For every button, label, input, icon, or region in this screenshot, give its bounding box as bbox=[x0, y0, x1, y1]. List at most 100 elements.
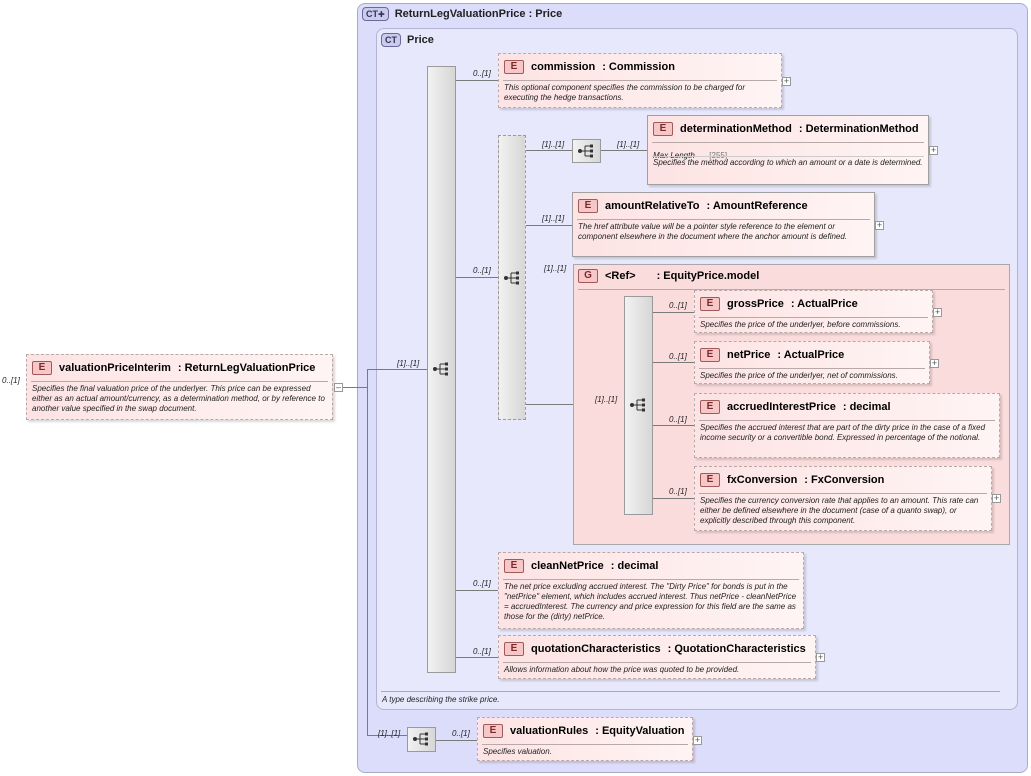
inner-type-header: CT Price bbox=[381, 33, 434, 47]
element-type: : decimal bbox=[610, 560, 659, 572]
valuation-rules-cardinality: 0..[1] bbox=[452, 729, 470, 738]
element-name: fxConversion bbox=[727, 474, 798, 486]
connector bbox=[343, 387, 367, 388]
element-name: valuationRules bbox=[510, 725, 589, 737]
element-divider bbox=[699, 420, 995, 421]
element-commission[interactable]: E commission : Commission This optional … bbox=[498, 53, 782, 108]
element-type: : ReturnLegValuationPrice bbox=[177, 362, 316, 374]
element-fx-conversion[interactable]: E fxConversion : FxConversion Specifies … bbox=[694, 466, 992, 531]
connector bbox=[436, 740, 477, 741]
element-type: : QuotationCharacteristics bbox=[667, 643, 806, 655]
element-badge: E bbox=[700, 473, 720, 487]
element-badge: E bbox=[483, 724, 503, 738]
element-quotation-characteristics[interactable]: E quotationCharacteristics : QuotationCh… bbox=[498, 635, 816, 679]
element-accrued-interest-price[interactable]: E accruedInterestPrice : decimal Specifi… bbox=[694, 393, 1000, 458]
element-divider bbox=[503, 662, 811, 663]
group-name: : EquityPrice.model bbox=[656, 270, 760, 282]
element-amount-relative-to[interactable]: E amountRelativeTo : AmountReference The… bbox=[572, 192, 875, 257]
sequence-icon bbox=[630, 398, 645, 412]
main-sequence-bar bbox=[427, 66, 456, 673]
element-header: E quotationCharacteristics : QuotationCh… bbox=[504, 642, 811, 656]
choice-sequence-icon bbox=[504, 271, 519, 285]
element-type: : ActualPrice bbox=[790, 298, 858, 310]
element-badge: E bbox=[504, 642, 524, 656]
connector bbox=[367, 369, 368, 735]
element-name: quotationCharacteristics bbox=[531, 643, 661, 655]
expand-icon[interactable]: + bbox=[816, 652, 825, 662]
group-divider bbox=[578, 289, 1005, 290]
expand-icon[interactable]: + bbox=[782, 76, 791, 86]
expand-icon[interactable]: + bbox=[930, 358, 939, 368]
element-badge: E bbox=[700, 297, 720, 311]
quotation-characteristics-cardinality: 0..[1] bbox=[473, 647, 491, 656]
expand-icon[interactable]: + bbox=[929, 145, 938, 155]
collapse-icon[interactable]: – bbox=[334, 382, 343, 392]
element-name: cleanNetPrice bbox=[531, 560, 604, 572]
element-name: commission bbox=[531, 61, 596, 73]
element-divider bbox=[482, 744, 688, 745]
element-determination-method[interactable]: E determinationMethod : DeterminationMet… bbox=[647, 115, 929, 185]
element-doc: Specifies valuation. bbox=[483, 747, 552, 756]
element-valuation-rules[interactable]: E valuationRules : EquityValuation Speci… bbox=[477, 717, 693, 761]
connector bbox=[456, 277, 498, 278]
element-type: : decimal bbox=[842, 401, 891, 413]
expand-icon[interactable]: + bbox=[933, 307, 942, 317]
main-sequence-cardinality: [1]..[1] bbox=[397, 359, 420, 368]
connector bbox=[456, 80, 498, 81]
element-doc: Specifies the price of the underlyer, ne… bbox=[700, 371, 898, 380]
connector bbox=[653, 498, 694, 499]
connector bbox=[653, 425, 694, 426]
element-badge: E bbox=[578, 199, 598, 213]
element-gross-price[interactable]: E grossPrice : ActualPrice Specifies the… bbox=[694, 290, 933, 333]
element-name: grossPrice bbox=[727, 298, 784, 310]
element-doc: Specifies the accrued interest that are … bbox=[700, 423, 986, 442]
element-header: E valuationPriceInterim : ReturnLegValua… bbox=[32, 361, 328, 375]
element-header: E cleanNetPrice : decimal bbox=[504, 559, 799, 573]
connector bbox=[456, 657, 498, 658]
element-divider bbox=[699, 317, 928, 318]
determination-method-cardinality: [1]..[1] bbox=[617, 140, 640, 149]
group-ref: <Ref> bbox=[605, 270, 636, 282]
max-length-value: [255] bbox=[709, 151, 728, 160]
element-valuation-price-interim[interactable]: E valuationPriceInterim : ReturnLegValua… bbox=[26, 354, 333, 420]
inner-type-doc-divider bbox=[381, 691, 1000, 692]
bottom-sequence-cardinality: [1]..[1] bbox=[378, 729, 401, 738]
fx-conversion-cardinality: 0..[1] bbox=[669, 487, 687, 496]
group-cardinality: [1]..[1] bbox=[544, 264, 567, 273]
element-badge: E bbox=[504, 559, 524, 573]
element-doc: Specifies the final valuation price of t… bbox=[32, 384, 325, 413]
element-name: netPrice bbox=[727, 349, 771, 361]
root-cardinality: 0..[1] bbox=[2, 376, 20, 385]
commission-cardinality: 0..[1] bbox=[473, 69, 491, 78]
expand-icon[interactable]: + bbox=[992, 493, 1001, 503]
element-divider bbox=[503, 579, 799, 580]
expand-icon[interactable]: + bbox=[875, 220, 884, 230]
element-type: : FxConversion bbox=[804, 474, 885, 486]
outer-type-header: CT✚ ReturnLegValuationPrice : Price bbox=[362, 7, 562, 21]
element-clean-net-price[interactable]: E cleanNetPrice : decimal The net price … bbox=[498, 552, 804, 629]
element-type: : DeterminationMethod bbox=[798, 123, 919, 135]
connector bbox=[456, 590, 498, 591]
element-name: accruedInterestPrice bbox=[727, 401, 836, 413]
max-length-label: Max Length bbox=[653, 151, 695, 160]
inner-type-title: Price bbox=[407, 34, 434, 46]
element-net-price[interactable]: E netPrice : ActualPrice Specifies the p… bbox=[694, 341, 930, 384]
expand-icon[interactable]: + bbox=[693, 735, 702, 745]
element-divider bbox=[652, 142, 924, 143]
connector bbox=[367, 369, 427, 370]
clean-net-price-cardinality: 0..[1] bbox=[473, 579, 491, 588]
element-badge: E bbox=[653, 122, 673, 136]
element-doc: Allows information about how the price w… bbox=[504, 665, 740, 674]
net-price-cardinality: 0..[1] bbox=[669, 352, 687, 361]
choice-cardinality: 0..[1] bbox=[473, 266, 491, 275]
element-type: : AmountReference bbox=[706, 200, 808, 212]
element-doc: The href attribute value will be a point… bbox=[578, 222, 848, 241]
element-doc: The net price excluding accrued interest… bbox=[504, 582, 797, 621]
group-sequence-cardinality: [1]..[1] bbox=[595, 395, 618, 404]
element-doc: Specifies the price of the underlyer, be… bbox=[700, 320, 901, 329]
amount-relative-to-cardinality: [1]..[1] bbox=[542, 214, 565, 223]
element-header: E fxConversion : FxConversion bbox=[700, 473, 987, 487]
ct-extension-badge: CT✚ bbox=[362, 7, 389, 21]
connector bbox=[526, 404, 573, 405]
element-header: E commission : Commission bbox=[504, 60, 777, 74]
